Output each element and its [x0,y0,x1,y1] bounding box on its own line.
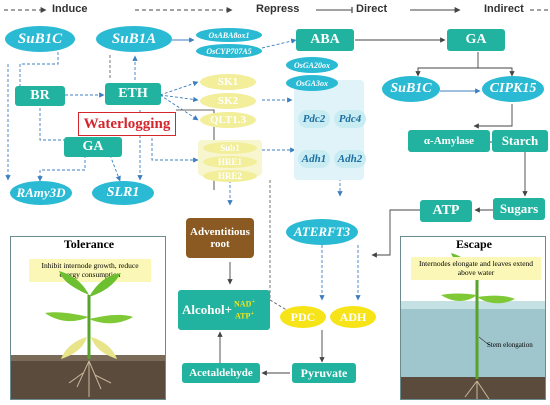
alcohol-cofactors: NAD+ ATP+ [234,298,255,322]
node-pdc2: Pdc2 [298,110,330,128]
node-adh2: Adh2 [334,150,366,168]
legend-indirect: Indirect [484,3,524,15]
node-ga-top: GA [447,29,505,51]
legend-induce: Induce [52,3,88,15]
node-ramy3d: RAmy3D [10,181,72,205]
node-eth: ETH [105,83,161,105]
tolerance-note: Inhibit internode growth, reduce energy … [29,259,151,282]
tolerance-title: Tolerance [63,237,115,251]
node-osaba8ox1: OsABA8ox1 [196,28,262,42]
escape-note: Internodes elongate and leaves extend ab… [411,257,541,280]
node-pdc4: Pdc4 [334,110,366,128]
node-ga-mid: GA [64,137,122,157]
node-sk1: SK1 [200,74,256,90]
tolerance-panel: Tolerance Inhibit internode growth, redu… [10,236,166,400]
node-pyruvate: Pyruvate [292,363,356,383]
node-sk2: SK2 [200,93,256,109]
node-osga20ox: OsGA20ox [286,57,338,73]
node-hre2: HRE2 [203,170,257,182]
node-hre1: HRE1 [203,156,257,168]
tolerance-plant-illustration [11,271,165,399]
node-pdc: PDC [280,306,326,328]
node-acetaldehyde: Acetaldehyde [182,363,260,383]
node-amylase: α-Amylase [408,130,490,152]
node-sub1c: SuB1C [5,26,75,52]
stem-elongation-label: Stem elongation [487,341,533,349]
legend-repress: Repress [256,3,300,15]
node-starch: Starch [492,130,548,152]
atp-cofactor-label: ATP+ [235,310,255,321]
node-adventitious-root: Adventitious root [186,218,254,258]
node-sugars: Sugars [493,198,545,220]
node-sub1c-right: SuB1C [382,76,440,102]
node-aba: ABA [296,29,354,51]
node-waterlogging: Waterlogging [78,112,176,136]
nad-label: NAD+ [234,297,256,309]
node-aterft3: ATERFT3 [286,219,358,245]
node-slr1: SLR1 [92,181,154,205]
node-adh: ADH [330,306,376,328]
node-alcohol: Alcohol+ NAD+ ATP+ [178,290,270,330]
escape-panel: Escape Internodes elongate and leaves ex… [400,236,546,400]
node-br: BR [15,86,65,106]
node-sub1: Sub1 [203,142,257,154]
escape-plant-illustration [401,253,545,399]
node-adh1: Adh1 [298,150,330,168]
escape-title: Escape [456,237,492,251]
node-oscyp707a5: OsCYP707A5 [196,44,262,58]
legend-direct: Direct [356,3,388,15]
node-atp: ATP [420,200,472,222]
node-osga3ox: OsGA3ox [286,75,338,91]
alcohol-label: Alcohol+ [182,302,233,317]
node-qlt13: QLT1.3 [200,112,256,128]
node-sub1a: SuB1A [96,26,172,52]
node-cipk15: CIPK15 [482,76,544,102]
